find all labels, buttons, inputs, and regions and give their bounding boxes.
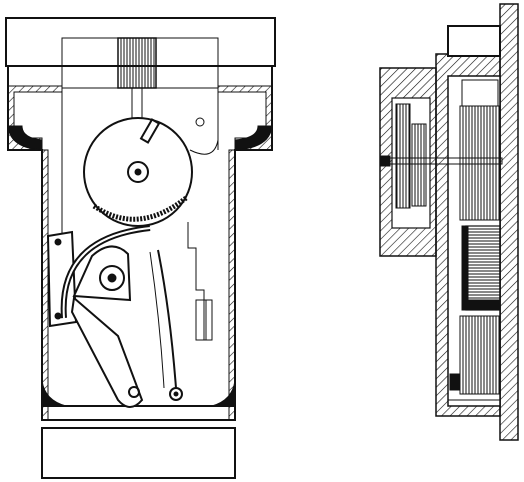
base-block (41, 427, 236, 479)
upper-slot (117, 37, 157, 89)
spindle (379, 155, 391, 167)
wheel-hub (127, 161, 149, 183)
pawl-arm (70, 296, 144, 408)
lower-stack (459, 315, 501, 395)
front-elevation (5, 17, 276, 479)
wheel-pin (134, 168, 142, 176)
drum (465, 225, 501, 311)
back-plate (499, 3, 519, 441)
coil-spring (157, 249, 177, 389)
ratchet-teeth (92, 196, 188, 222)
side-bracket (46, 230, 78, 328)
side-section (379, 3, 519, 441)
